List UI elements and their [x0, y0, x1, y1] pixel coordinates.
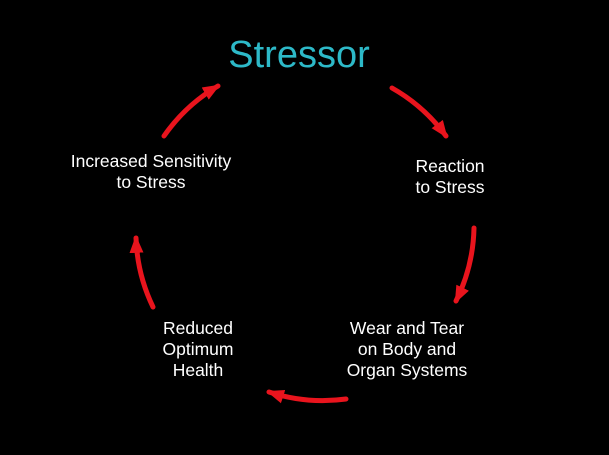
node-increased-sensitivity: Increased Sensitivity to Stress [71, 151, 232, 193]
arrow-reaction-to-wear-icon [453, 225, 477, 304]
node-wear-and-tear: Wear and Tear on Body and Organ Systems [347, 318, 468, 381]
node-reduced-optimum-health: Reduced Optimum Health [163, 318, 234, 381]
node-line: to Stress [116, 172, 186, 192]
node-line: Health [172, 360, 224, 380]
arrow-reduced-to-increased-icon [129, 235, 156, 310]
arrow-increased-to-stressor-icon [161, 83, 221, 139]
node-line: Reaction [415, 156, 485, 176]
node-line: Reduced [162, 318, 234, 338]
node-line: Wear and Tear [349, 318, 465, 338]
node-line: Increased Sensitivity [70, 151, 232, 171]
node-reaction-to-stress: Reaction to Stress [415, 156, 484, 198]
node-line: to Stress [415, 177, 485, 197]
arrow-stressor-to-reaction-icon [389, 85, 449, 139]
node-line: Organ Systems [346, 360, 468, 380]
node-line: Optimum [162, 339, 234, 359]
arrow-wear-to-reduced-icon [266, 389, 349, 404]
node-line: on Body and [357, 339, 457, 359]
diagram-title: Stressor [228, 34, 370, 76]
